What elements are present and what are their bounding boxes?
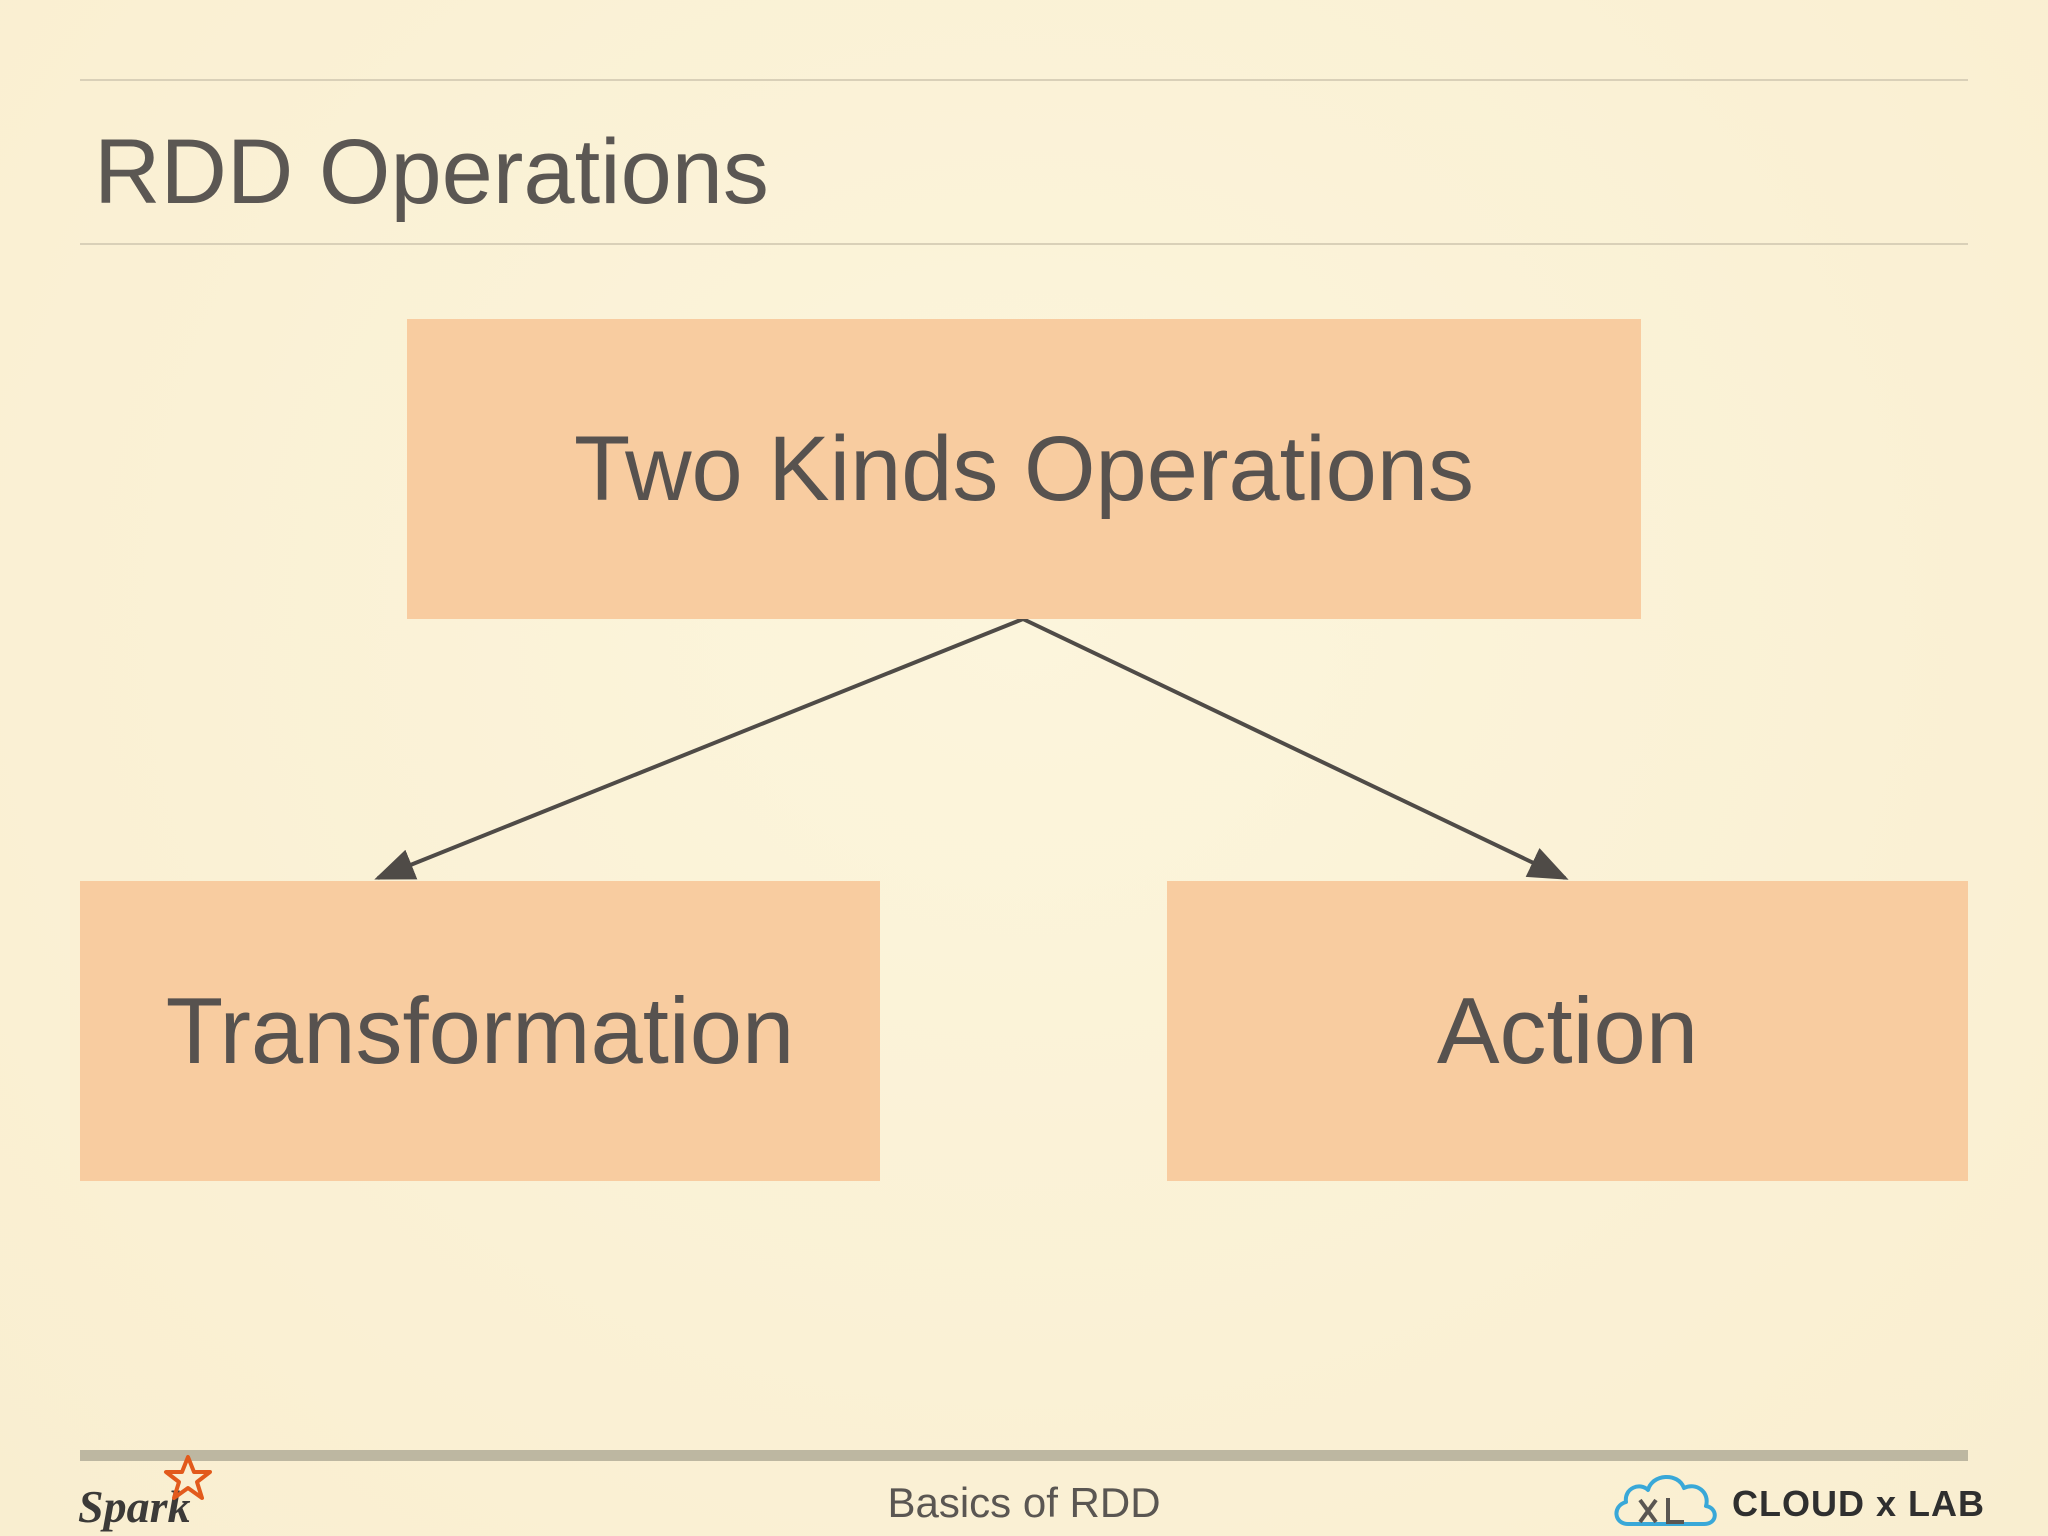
star-icon xyxy=(164,1455,212,1500)
cloudlab-logo: CLOUD x LAB xyxy=(1610,1466,1984,1532)
header-top-rule xyxy=(80,79,1968,81)
spark-logo-text: Spark xyxy=(78,1481,191,1532)
action-node: Action xyxy=(1167,881,1968,1181)
root-node-label: Two Kinds Operations xyxy=(573,417,1474,520)
header-bottom-rule xyxy=(80,243,1968,245)
slide-title: RDD Operations xyxy=(94,121,769,223)
transformation-node-label: Transformation xyxy=(165,978,795,1083)
footer-title: Basics of RDD xyxy=(887,1479,1161,1526)
arrow-to-action xyxy=(1022,617,1569,880)
arrow-to-transformation xyxy=(374,617,1024,880)
spark-logo: Spark xyxy=(78,1455,218,1536)
root-node: Two Kinds Operations xyxy=(407,319,1641,619)
cloudlab-logo-text: CLOUD x LAB xyxy=(1732,1483,1985,1524)
cloud-icon xyxy=(1614,1475,1717,1526)
transformation-node: Transformation xyxy=(80,881,880,1181)
footer-rule xyxy=(80,1450,1968,1461)
action-node-label: Action xyxy=(1436,978,1699,1083)
